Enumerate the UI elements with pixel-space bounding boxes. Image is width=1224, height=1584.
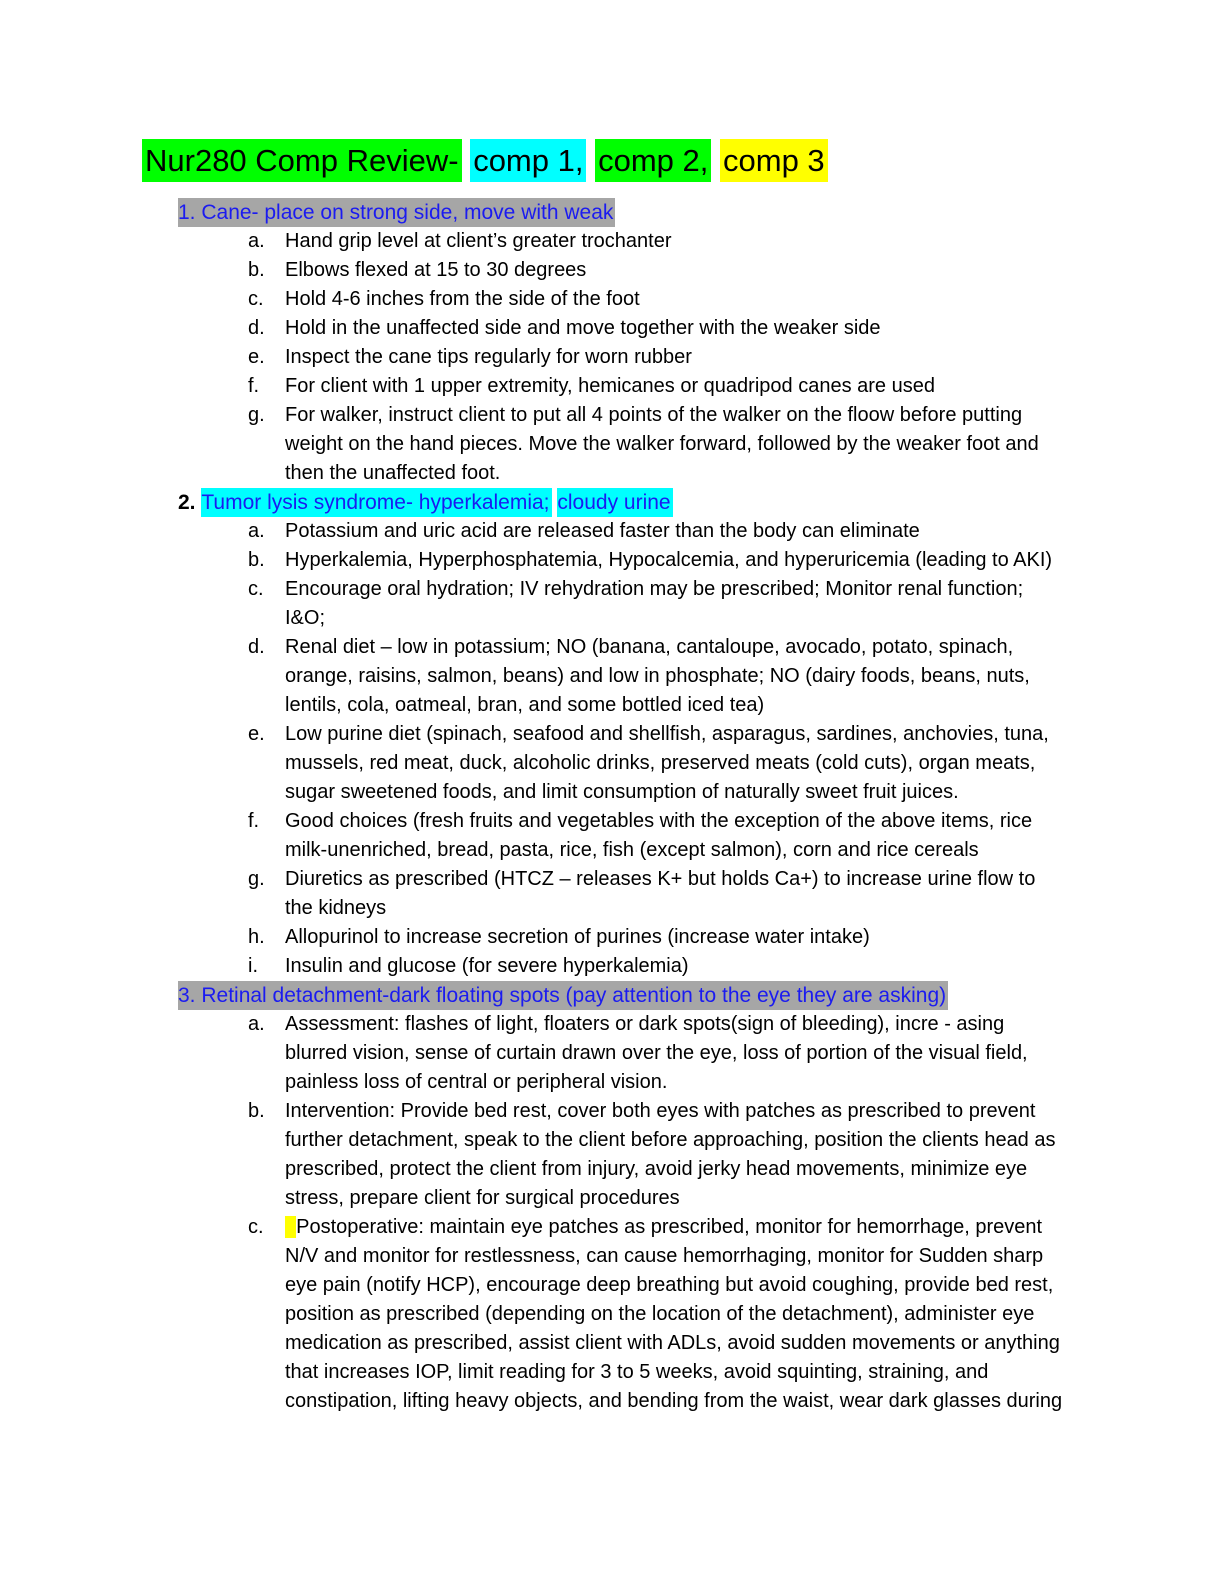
list-item-text: Diuretics as prescribed (HTCZ – releases… [285, 865, 1063, 923]
list-item-text: Inspect the cane tips regularly for worn… [285, 343, 1063, 372]
list-item: g. Diuretics as prescribed (HTCZ – releas… [248, 865, 1064, 923]
list-item-segment: Allopurinol to increase secretion of pur… [285, 926, 870, 948]
list-item-letter: f. [248, 810, 260, 832]
list-item: b. Hyperkalemia, Hyperphosphatemia, Hypoc… [248, 546, 1064, 575]
list-item-letter: f. [248, 375, 260, 397]
section-heading: 2. Tumor lysis syndrome- hyperkalemia; c… [178, 488, 1064, 517]
list-item-segment: Diuretics as prescribed (HTCZ – releases… [285, 868, 1036, 919]
list-item: b. Intervention: Provide bed rest, cover … [248, 1097, 1064, 1213]
document-page: Nur280 Comp Review- comp 1, comp 2, comp… [142, 139, 1064, 1416]
list-item-segment: For client with 1 upper extremity, hemic… [285, 375, 935, 397]
list-item: c. Postoperative: maintain eye patches a… [248, 1213, 1064, 1416]
list-item-segment: Postoperative: maintain eye patches as p… [285, 1216, 1063, 1412]
list-item-text: Encourage oral hydration; IV rehydration… [285, 575, 1063, 633]
list-item-segment: For walker, instruct client to put all 4… [285, 404, 1039, 484]
list-item-segment: Low purine diet (spinach, seafood and sh… [285, 723, 1049, 803]
list-item-text: Low purine diet (spinach, seafood and sh… [285, 720, 1063, 807]
list-item-letter: e. [248, 346, 265, 368]
list-item-letter: g. [248, 868, 265, 890]
list-item-letter: e. [248, 723, 265, 745]
list-item-segment [285, 1216, 297, 1238]
section-heading-segment: Tumor lysis syndrome- hyperkalemia; [201, 488, 552, 517]
list-item-letter: g. [248, 404, 265, 426]
list-item-segment: Intervention: Provide bed rest, cover bo… [285, 1100, 1056, 1209]
list-item: e. Low purine diet (spinach, seafood and … [248, 720, 1064, 807]
list-item-letter: a. [248, 520, 265, 542]
title-segment: comp 3 [720, 139, 828, 182]
list-item-segment: Assessment: flashes of light, floaters o… [285, 1013, 1028, 1093]
list-item-segment: Potassium and uric acid are released fas… [285, 520, 920, 542]
list-item-letter: d. [248, 636, 265, 658]
list-item: h. Allopurinol to increase secretion of p… [248, 923, 1064, 952]
section-heading-segment: 3. Retinal detachment-dark floating spot… [178, 981, 949, 1010]
list-item-text: Hold in the unaffected side and move tog… [285, 314, 1063, 343]
list-item-letter: c. [248, 578, 264, 600]
title-segment: Nur280 Comp Review- [142, 139, 462, 182]
list-item-segment: Insulin and glucose (for severe hyperkal… [285, 955, 689, 977]
list-item: d. Hold in the unaffected side and move t… [248, 314, 1064, 343]
list-item: e. Inspect the cane tips regularly for wo… [248, 343, 1064, 372]
list-item-segment: Encourage oral hydration; IV rehydration… [285, 578, 1024, 629]
list-item-segment: Renal diet – low in potassium; NO (banan… [285, 636, 1030, 716]
section-heading: 1. Cane- place on strong side, move with… [178, 198, 1064, 227]
list-item-letter: a. [248, 230, 265, 252]
list-item-text: Postoperative: maintain eye patches as p… [285, 1213, 1063, 1416]
list-item-letter: b. [248, 1100, 265, 1122]
list-item: i. Insulin and glucose (for severe hyperk… [248, 952, 1064, 981]
list-item-segment: Hold in the unaffected side and move tog… [285, 317, 881, 339]
title-segment: comp 2, [595, 139, 712, 182]
list-item-text: Allopurinol to increase secretion of pur… [285, 923, 1063, 952]
list-item: a. Potassium and uric acid are released f… [248, 517, 1064, 546]
title-segment: comp 1, [470, 139, 587, 182]
list-item-text: Hyperkalemia, Hyperphosphatemia, Hypocal… [285, 546, 1063, 575]
section-2: 2. Tumor lysis syndrome- hyperkalemia; c… [142, 488, 1064, 981]
list-item: a. Hand grip level at client’s greater tr… [248, 227, 1064, 256]
list-item-segment: Hold 4-6 inches from the side of the foo… [285, 288, 640, 310]
list-item-text: For client with 1 upper extremity, hemic… [285, 372, 1063, 401]
list-item-text: Potassium and uric acid are released fas… [285, 517, 1063, 546]
document-title: Nur280 Comp Review- comp 1, comp 2, comp… [142, 139, 1064, 182]
list-item-text: Hold 4-6 inches from the side of the foo… [285, 285, 1063, 314]
list-item-text: Good choices (fresh fruits and vegetable… [285, 807, 1063, 865]
list-item-text: For walker, instruct client to put all 4… [285, 401, 1063, 488]
document-body: 1. Cane- place on strong side, move with… [142, 198, 1064, 1416]
list-item-segment: Good choices (fresh fruits and vegetable… [285, 810, 1033, 861]
list-item-segment: Inspect the cane tips regularly for worn… [285, 346, 692, 368]
list-item: c. Hold 4-6 inches from the side of the f… [248, 285, 1064, 314]
list-item-letter: i. [248, 955, 258, 977]
list-item-text: Hand grip level at client’s greater troc… [285, 227, 1063, 256]
list-item-text: Insulin and glucose (for severe hyperkal… [285, 952, 1063, 981]
section-heading-segment: 2. [178, 491, 202, 514]
list-item: f. For client with 1 upper extremity, hem… [248, 372, 1064, 401]
list-item-letter: d. [248, 317, 265, 339]
list-item-letter: h. [248, 926, 265, 948]
list-item-segment: Elbows flexed at 15 to 30 degrees [285, 259, 587, 281]
list-item: f. Good choices (fresh fruits and vegetab… [248, 807, 1064, 865]
list-item-letter: c. [248, 1216, 264, 1238]
list-item: c. Encourage oral hydration; IV rehydrati… [248, 575, 1064, 633]
list-item-segment: Hand grip level at client’s greater troc… [285, 230, 672, 252]
list-item-text: Renal diet – low in potassium; NO (banan… [285, 633, 1063, 720]
list-item-letter: a. [248, 1013, 265, 1035]
list-item: d. Renal diet – low in potassium; NO (ban… [248, 633, 1064, 720]
list-item-segment: Hyperkalemia, Hyperphosphatemia, Hypocal… [285, 549, 1053, 571]
section-heading-segment: 1. Cane- place on strong side, move with… [178, 198, 616, 227]
section-heading-segment: cloudy urine [557, 488, 673, 517]
section-3: 3. Retinal detachment-dark floating spot… [142, 981, 1064, 1416]
list-item: g. For walker, instruct client to put all… [248, 401, 1064, 488]
list-item-letter: b. [248, 259, 265, 281]
list-item-text: Assessment: flashes of light, floaters o… [285, 1010, 1063, 1097]
list-item-text: Elbows flexed at 15 to 30 degrees [285, 256, 1063, 285]
list-item: b. Elbows flexed at 15 to 30 degrees [248, 256, 1064, 285]
list-item-letter: c. [248, 288, 264, 310]
section-1: 1. Cane- place on strong side, move with… [142, 198, 1064, 488]
list-item-letter: b. [248, 549, 265, 571]
section-heading: 3. Retinal detachment-dark floating spot… [178, 981, 1064, 1010]
list-item: a. Assessment: flashes of light, floaters… [248, 1010, 1064, 1097]
list-item-text: Intervention: Provide bed rest, cover bo… [285, 1097, 1063, 1213]
